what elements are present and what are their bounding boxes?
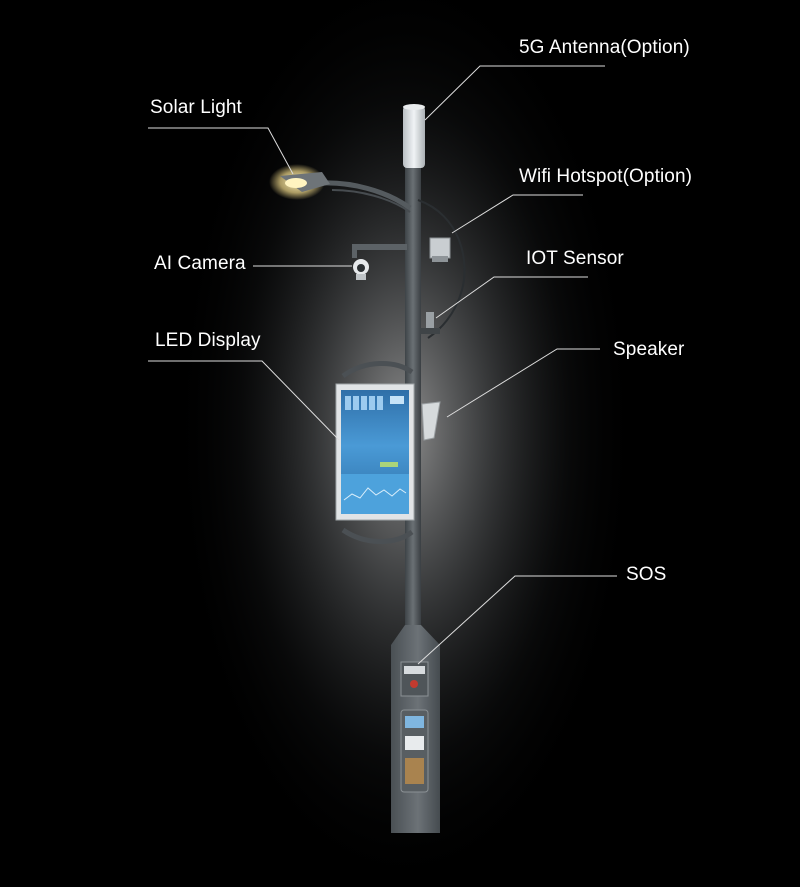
iot-sensor-label: IOT Sensor: [526, 248, 624, 269]
ai-camera-device: [352, 244, 407, 280]
wifi-hotspot-label: Wifi Hotspot(Option): [519, 166, 693, 187]
ai-camera-label: AI Camera: [154, 253, 246, 274]
solar-light-label: Solar Light: [150, 97, 242, 118]
antenna-cylinder: [403, 104, 425, 168]
antenna-leader-line: [424, 65, 605, 121]
speaker-device: [421, 401, 441, 441]
led-display-panel: [335, 383, 415, 521]
lamp-arm: [321, 180, 412, 213]
sos-label: SOS: [626, 564, 667, 585]
sos-leader-line: [417, 575, 617, 665]
display-brackets: [341, 360, 414, 544]
led-display-label: LED Display: [155, 330, 261, 351]
wifi-leader-line: [451, 194, 583, 234]
speaker-label: Speaker: [613, 339, 685, 360]
antenna-label: 5G Antenna(Option): [519, 37, 690, 58]
wifi-hotspot-device: [429, 237, 451, 262]
iot-sensor-device: [420, 312, 440, 334]
iot-sensor-leader-line: [435, 276, 588, 319]
pole-base-cabinet: [391, 625, 440, 833]
led-display-leader-line: [148, 360, 340, 441]
leader-lines: [148, 65, 617, 665]
solar-light-leader-line: [148, 127, 294, 175]
speaker-leader-line: [446, 348, 600, 418]
solar-lamp-head: [269, 164, 330, 200]
cable: [417, 199, 466, 339]
